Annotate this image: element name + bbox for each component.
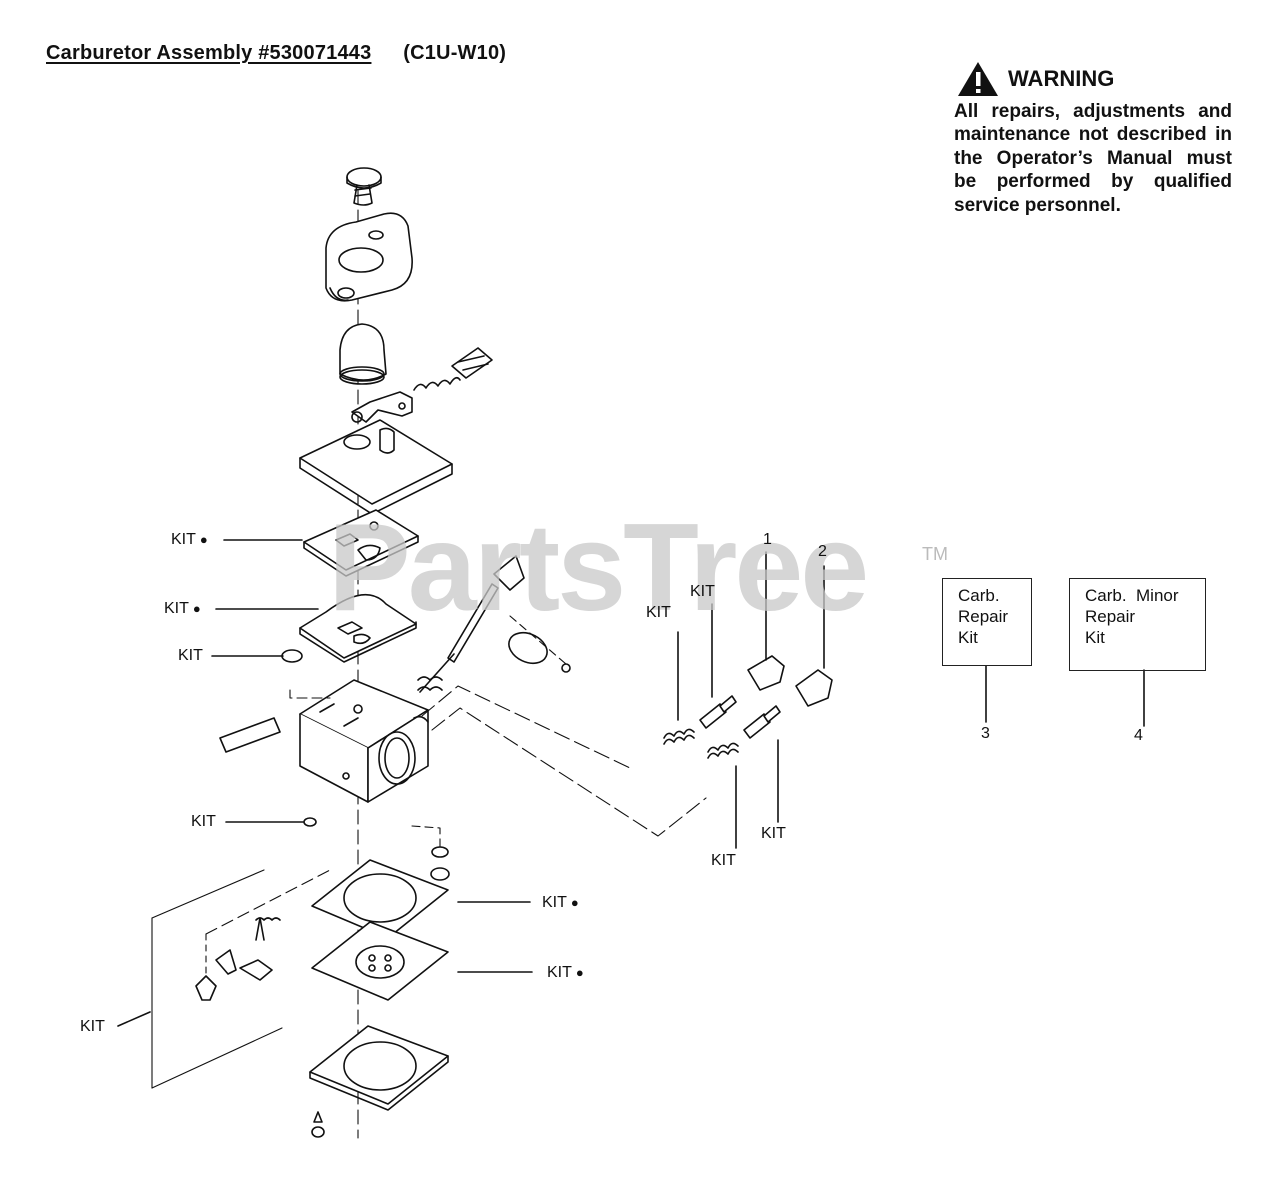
kit-label-metering-diaphragm: KIT●	[547, 964, 584, 981]
warning-notice: WARNING All repairs, adjustments and mai…	[954, 60, 1232, 217]
carb-repair-kit-box: Carb. Repair Kit	[942, 578, 1032, 666]
carb-minor-repair-kit-box: Carb. Minor Repair Kit	[1069, 578, 1206, 671]
kit-label-needle-upper: KIT	[690, 583, 715, 600]
warning-title: WARNING	[1008, 66, 1115, 91]
kit-box-line: Carb. Minor	[1085, 586, 1179, 605]
kit-box-line: Kit	[1085, 628, 1105, 647]
carburetor-body-part	[299, 679, 429, 803]
parts-tree-watermark: PartsTree	[328, 499, 869, 637]
warning-text: All repairs, adjustments and maintenance…	[954, 101, 1232, 216]
kit-label-plug-screw: KIT	[191, 813, 216, 830]
kit-label-check-valve: KIT	[178, 647, 203, 664]
kit-label-diaphragm: KIT●	[164, 600, 201, 617]
ref-number-2: 2	[818, 543, 827, 560]
warning-triangle-icon	[958, 62, 998, 96]
metering-diaphragm-part	[311, 921, 449, 1001]
kit-box-line: Carb.	[958, 586, 1000, 605]
filter-pin-part	[219, 717, 281, 753]
ref-number-3: 3	[981, 725, 990, 742]
check-valve-part	[281, 649, 303, 663]
kit-box-line: Repair	[958, 607, 1009, 626]
throttle-shaft-part	[417, 555, 571, 693]
pump-diaphragm-part	[299, 593, 417, 663]
kit-label-gasket-lower: KIT●	[542, 894, 579, 911]
primer-bulb-part	[339, 323, 387, 385]
model-code: (C1U-W10)	[403, 42, 507, 64]
kit-label-spring-lower: KIT	[711, 852, 736, 869]
plug-screw-part	[303, 817, 317, 827]
kit-label-spring-left: KIT	[646, 604, 671, 621]
metering-cover-part	[309, 1025, 449, 1111]
top-screw-part	[346, 167, 382, 206]
ref-number-4: 4	[1134, 727, 1143, 744]
kit-box-line: Kit	[958, 628, 978, 647]
gasket-upper-part	[303, 509, 419, 577]
warning-header: WARNING	[956, 60, 1232, 98]
page-title: Carburetor Assembly #530071443 (C1U-W10)	[46, 42, 506, 65]
needle-assembly-part	[663, 695, 781, 759]
trademark-symbol: TM	[922, 544, 948, 564]
lever-part	[351, 391, 413, 423]
kit-label-needle-lower: KIT	[761, 825, 786, 842]
ref-number-1: 1	[763, 531, 772, 548]
flange-plate-part	[325, 212, 413, 302]
kit-label-inlet-needle: KIT	[80, 1018, 105, 1035]
inlet-needle-lever-parts	[117, 869, 331, 1089]
kit-label-gasket-upper: KIT●	[171, 531, 208, 548]
kit-box-line: Repair	[1085, 607, 1136, 626]
assembly-title: Carburetor Assembly #530071443	[46, 42, 372, 64]
limiter-cap-parts	[747, 655, 833, 707]
bottom-screw-part	[311, 1111, 325, 1138]
adjust-screw-spring-part	[413, 347, 493, 391]
